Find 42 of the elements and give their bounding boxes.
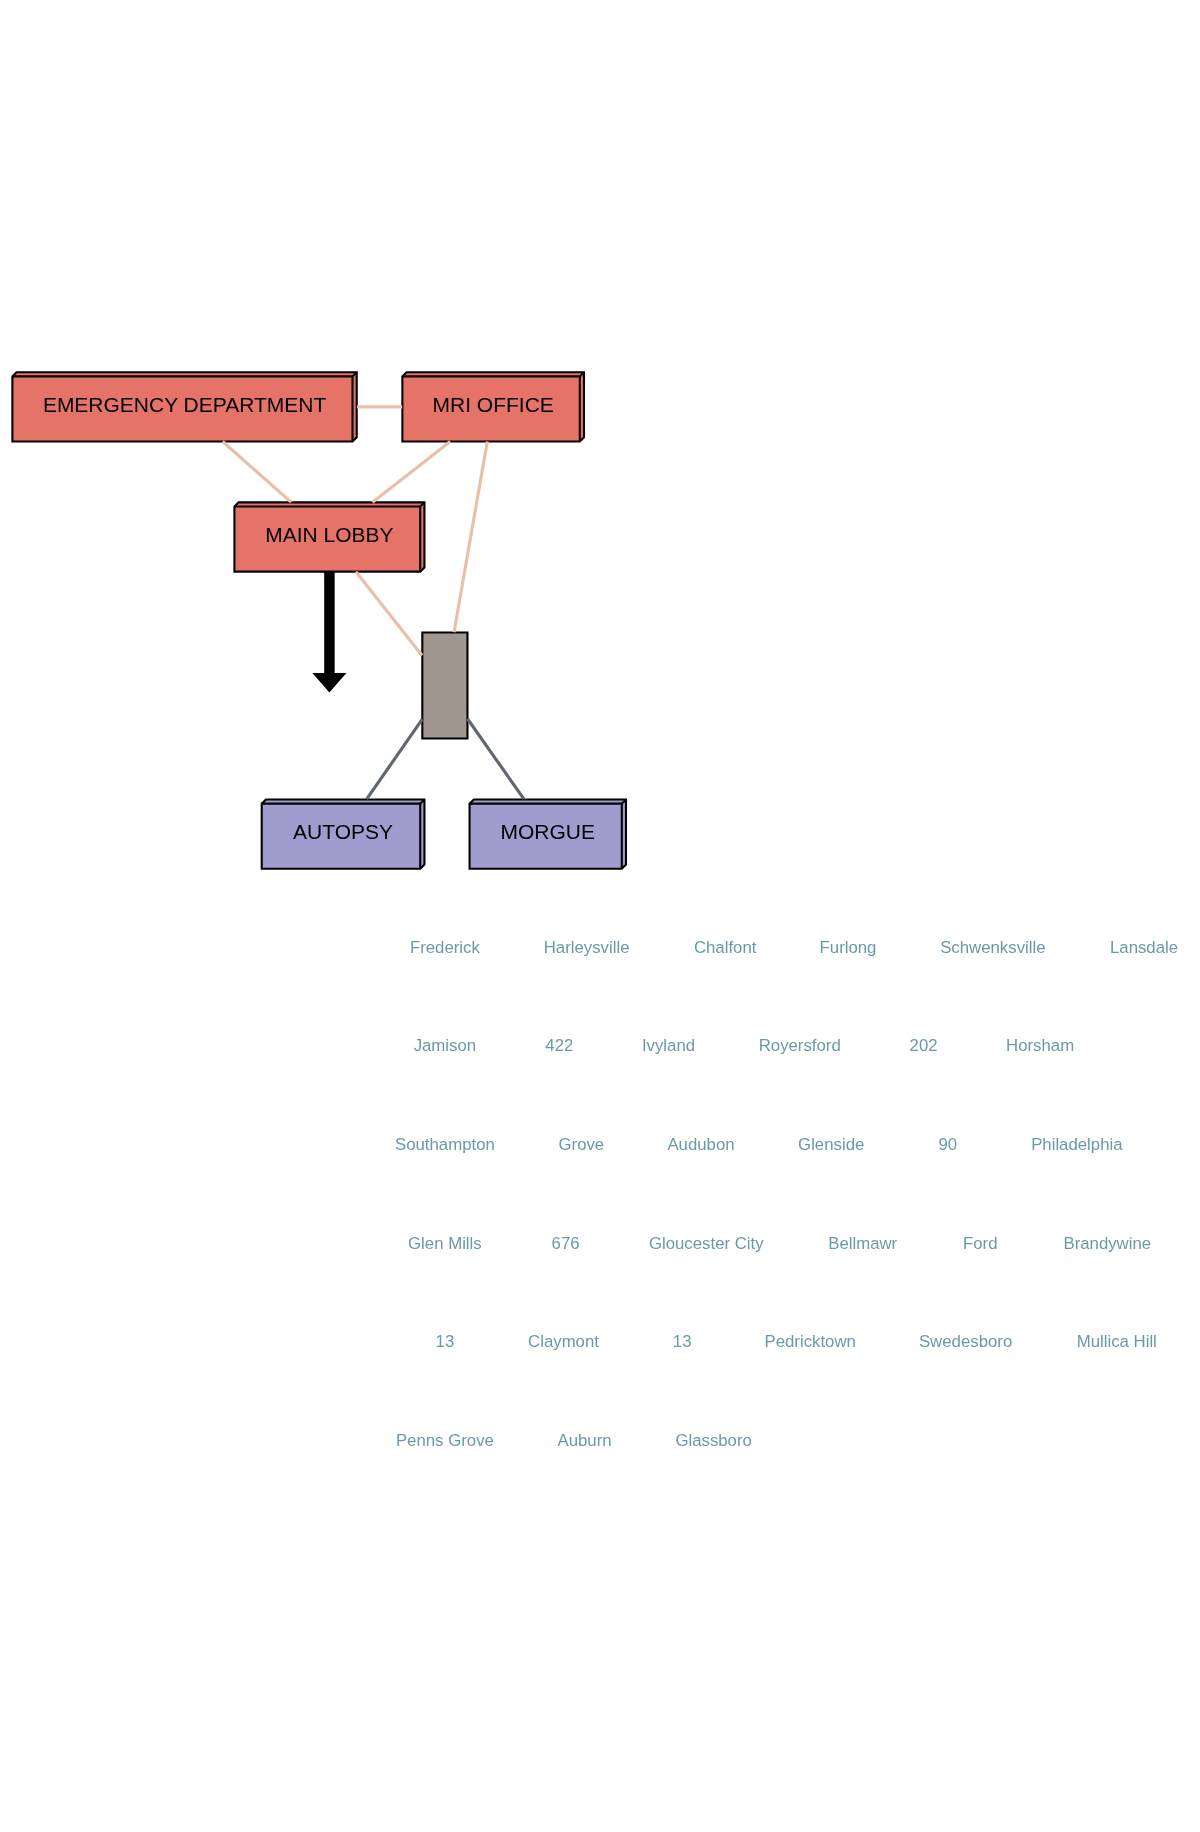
label: Claymont	[528, 1331, 599, 1351]
label: Horsham	[1006, 1035, 1075, 1055]
label: Southampton	[394, 1134, 495, 1154]
label: Harleysville	[543, 937, 630, 957]
label: Jamison	[413, 1035, 477, 1055]
label: Audubon	[667, 1134, 735, 1154]
label: Ford	[963, 1233, 998, 1253]
label: Lansdale	[1109, 937, 1179, 957]
connector	[452, 440, 489, 632]
label: Auburn	[557, 1430, 612, 1450]
connector	[466, 717, 526, 800]
label: Swedesboro	[918, 1331, 1013, 1351]
label: Gloucester City	[648, 1233, 764, 1253]
label: 422	[545, 1035, 574, 1055]
connector	[371, 439, 452, 504]
label: 13	[672, 1331, 692, 1351]
label: Royersford	[758, 1035, 841, 1055]
label: Glenside	[798, 1134, 865, 1154]
label: 676	[551, 1233, 580, 1253]
label: 90	[938, 1134, 958, 1154]
label: Bellmawr	[828, 1233, 898, 1253]
label: Glen Mills	[408, 1233, 482, 1253]
connector	[354, 570, 424, 656]
connector	[356, 404, 403, 408]
label: Ivyland	[641, 1035, 696, 1055]
label: Chalfont	[693, 937, 757, 957]
label: Frederick	[409, 937, 480, 957]
label: Schwenksville	[940, 937, 1046, 957]
arrow	[312, 571, 347, 692]
label: Pedricktown	[764, 1331, 856, 1351]
connector	[365, 717, 424, 800]
label: Brandywine	[1063, 1233, 1152, 1253]
label: Glassboro	[675, 1430, 752, 1450]
node-box	[421, 631, 469, 740]
label: 13	[435, 1331, 455, 1351]
label: Mullica Hill	[1076, 1331, 1157, 1351]
label: Furlong	[819, 937, 877, 957]
label: Penns Grove	[395, 1430, 494, 1450]
label: Grove	[558, 1134, 605, 1154]
label: Philadelphia	[1031, 1134, 1123, 1154]
connector	[221, 439, 293, 503]
label: 202	[909, 1035, 938, 1055]
